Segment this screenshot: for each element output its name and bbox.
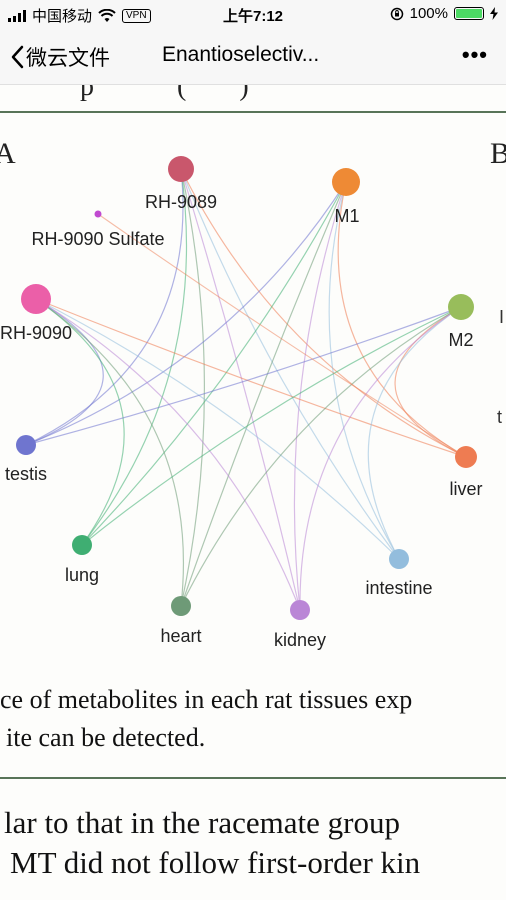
network-edge	[180, 168, 467, 458]
node-rh9090	[21, 284, 51, 314]
network-edge	[180, 306, 462, 607]
node-label-testis: testis	[5, 464, 47, 484]
figure-rule-top	[0, 111, 506, 113]
chevron-left-icon	[11, 45, 24, 69]
network-edge	[35, 298, 185, 607]
node-testis	[16, 435, 36, 455]
back-label: 微云文件	[26, 47, 110, 70]
status-left: 中国移动 VPN	[8, 5, 151, 26]
node-m1	[332, 168, 360, 196]
node-label-lung: lung	[65, 565, 99, 585]
battery-icon	[454, 7, 484, 20]
status-bar: 中国移动 VPN 上午7:12 100%	[0, 0, 506, 28]
network-edge	[81, 168, 188, 546]
body-text-line: MT did not follow first-order kin	[10, 845, 421, 880]
node-kidney	[290, 600, 310, 620]
network-edge	[25, 168, 184, 446]
node-label-rh9090: RH-9090	[0, 323, 72, 343]
clipped-text-right: t	[497, 407, 503, 427]
status-time: 上午7:12	[222, 8, 284, 25]
figure-caption-line: ite can be detected.	[6, 723, 206, 752]
signal-icon	[8, 9, 26, 22]
network-edge	[299, 306, 462, 611]
network-edge	[328, 181, 400, 560]
network-edge	[35, 298, 400, 560]
charging-icon	[490, 7, 498, 20]
battery-percent: 100%	[409, 5, 448, 22]
network-edge	[180, 168, 205, 607]
node-liver	[455, 446, 477, 468]
network-edge	[180, 168, 301, 611]
wifi-icon	[98, 8, 116, 22]
node-label-m2: M2	[448, 330, 473, 350]
nav-bar: 微云文件 Enantioselectiv... •••	[0, 28, 506, 85]
network-edge	[81, 306, 462, 546]
network-edge	[25, 306, 462, 446]
network-edge	[25, 181, 347, 446]
page-title: Enantioselectiv...	[162, 43, 320, 66]
node-intestine	[389, 549, 409, 569]
body-text-line: lar to that in the racemate group	[4, 805, 400, 840]
battery-fill	[456, 9, 482, 18]
back-button[interactable]: 微云文件	[10, 42, 110, 72]
node-label-kidney: kidney	[274, 630, 326, 650]
rotation-lock-icon	[390, 7, 403, 20]
network-edge	[35, 298, 301, 611]
node-m2	[448, 294, 474, 320]
network-edge	[180, 181, 347, 607]
vpn-badge: VPN	[122, 8, 151, 23]
node-lung	[72, 535, 92, 555]
node-heart	[171, 596, 191, 616]
node-label-rh9089: RH-9089	[145, 192, 217, 212]
network-edge	[337, 181, 467, 458]
node-label-m1: M1	[334, 206, 359, 226]
network-edge	[394, 306, 467, 458]
network-edge	[180, 168, 400, 560]
clipped-text-right: I	[499, 307, 505, 327]
network-edge	[97, 213, 467, 458]
panel-a-label: A	[0, 137, 16, 170]
node-label-heart: heart	[160, 626, 201, 646]
node-label-sulfate: RH-9090 Sulfate	[31, 229, 164, 249]
network-edge	[25, 298, 104, 446]
figure-rule-bottom	[0, 777, 506, 779]
network-edge	[35, 298, 125, 546]
node-sulfate	[94, 210, 102, 218]
network-edge	[367, 306, 462, 560]
clipped-text-top: p ( )	[80, 85, 257, 102]
figure-caption-line: ce of metabolites in each rat tissues ex…	[0, 685, 413, 714]
more-button[interactable]: •••	[461, 42, 488, 67]
node-label-intestine: intestine	[365, 578, 432, 598]
node-label-liver: liver	[449, 479, 482, 499]
panel-b-label: B	[490, 137, 506, 170]
body-text-line	[170, 885, 178, 900]
network-edge	[293, 181, 347, 611]
status-right: 100%	[390, 5, 498, 22]
node-rh9089	[168, 156, 194, 182]
carrier-name: 中国移动	[32, 8, 93, 25]
network-edge	[35, 298, 467, 458]
